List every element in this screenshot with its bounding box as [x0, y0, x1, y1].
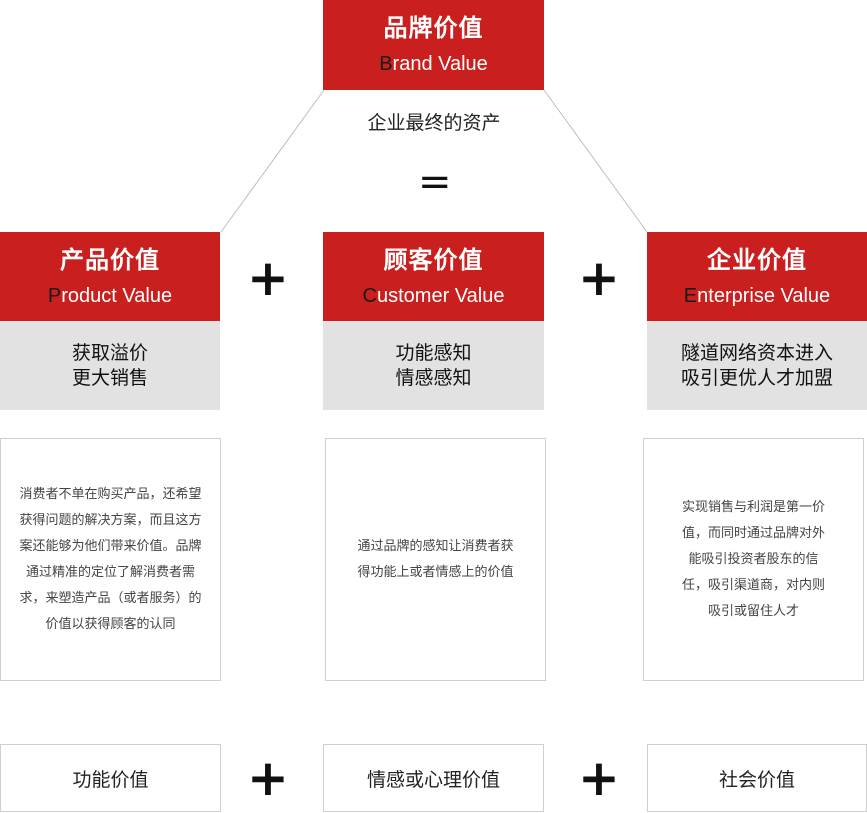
brand-value-subtitle: 企业最终的资产	[367, 112, 501, 134]
enterprise-value-title: 企业价值	[707, 245, 807, 274]
brand-value-en: Brand Value	[379, 53, 488, 75]
enterprise-value-en: Enterprise Value	[683, 284, 831, 307]
plus-sign: +	[247, 249, 289, 307]
customer-value-description: 通过品牌的感知让消费者获得功能上或者情感上的价值	[325, 438, 546, 681]
product-value-en: Product Value	[47, 284, 173, 307]
customer-value-box: 顾客价值 Customer Value	[323, 232, 544, 321]
social-value-box: 社会价值	[647, 744, 867, 812]
enterprise-value-description: 实现销售与利润是第一价值，而同时通过品牌对外能吸引投资者股东的信任，吸引渠道商，…	[643, 438, 864, 681]
plus-sign: +	[578, 249, 620, 307]
customer-value-benefit: 功能感知 情感感知	[323, 321, 544, 410]
product-value-description: 消费者不单在购买产品，还希望获得问题的解决方案，而且这方案还能够为他们带来价值。…	[0, 438, 221, 681]
emotional-value-box: 情感或心理价值	[323, 744, 544, 812]
brand-value-title: 品牌价值	[383, 14, 484, 42]
customer-value-title: 顾客价值	[383, 245, 484, 274]
brand-value-box: 品牌价值 Brand Value	[323, 0, 544, 90]
customer-value-en: Customer Value	[362, 284, 505, 307]
equals-sign: =	[418, 159, 452, 205]
product-value-title: 产品价值	[60, 245, 160, 274]
plus-sign: +	[578, 749, 620, 807]
product-value-box: 产品价值 Product Value	[0, 232, 220, 321]
product-value-benefit: 获取溢价 更大销售	[0, 321, 220, 410]
functional-value-box: 功能价值	[0, 744, 221, 812]
connector-left	[220, 89, 325, 233]
enterprise-value-box: 企业价值 Enterprise Value	[647, 232, 867, 321]
plus-sign: +	[247, 749, 289, 807]
connector-right	[543, 89, 648, 233]
enterprise-value-benefit: 隧道网络资本进入 吸引更优人才加盟	[647, 321, 867, 410]
